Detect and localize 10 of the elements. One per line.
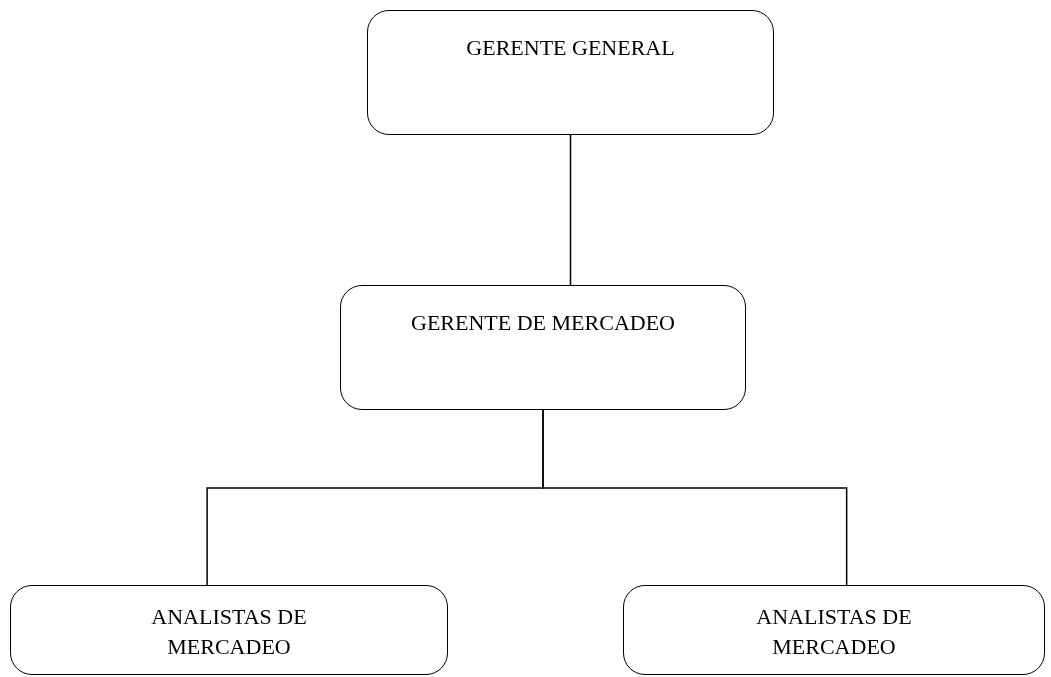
connector-line — [542, 409, 848, 586]
position-box — [367, 10, 774, 135]
connector-line — [569, 134, 572, 286]
position-box — [10, 585, 448, 675]
position-box — [623, 585, 1045, 675]
position-box — [340, 285, 746, 410]
position-title: ANALISTAS DE MERCADEO — [150, 603, 308, 661]
position-title: GERENTE GENERAL — [465, 34, 676, 62]
position-title: GERENTE DE MERCADEO — [410, 309, 676, 337]
position-title: ANALISTAS DE MERCADEO — [755, 603, 913, 661]
